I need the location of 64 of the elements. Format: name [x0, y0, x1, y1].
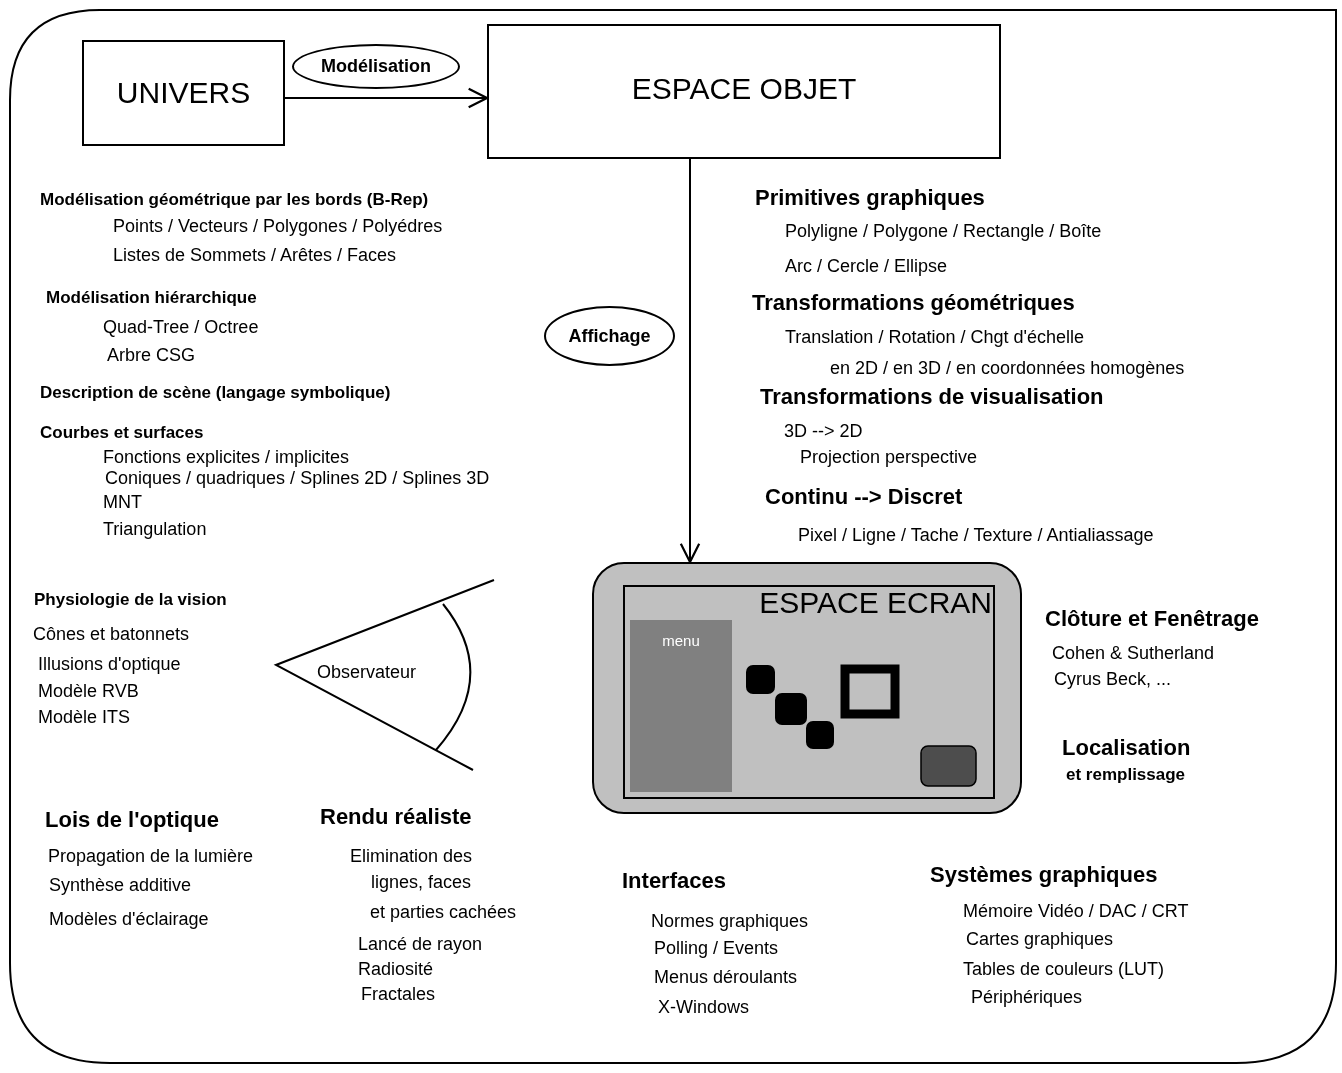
section-heading: Continu --> Discret	[765, 485, 963, 510]
topic-item: X-Windows	[658, 997, 750, 1018]
topic-item: Translation / Rotation / Chgt d'échelle	[785, 327, 1084, 348]
arrow	[679, 158, 701, 564]
topic-item: Cônes et batonnets	[33, 624, 190, 645]
topic-item: Polyligne / Polygone / Rectangle / Boîte	[785, 221, 1102, 242]
section-heading: Description de scène (langage symbolique)	[40, 383, 391, 403]
topic-item: Mémoire Vidéo / DAC / CRT	[963, 901, 1189, 922]
section-heading: Lois de l'optique	[45, 808, 219, 833]
topic-item: Quad-Tree / Octree	[103, 317, 259, 338]
observer-cone	[275, 578, 497, 772]
topic-item: Lancé de rayon	[358, 934, 483, 955]
section-heading: et remplissage	[1066, 765, 1186, 785]
section-heading: Courbes et surfaces	[40, 423, 204, 443]
topic-item: Projection perspective	[800, 447, 978, 468]
section-heading: Systèmes graphiques	[930, 863, 1158, 888]
topic-item: Périphériques	[971, 987, 1083, 1008]
topic-item: Normes graphiques	[651, 911, 809, 932]
topic-item: Listes de Sommets / Arêtes / Faces	[113, 245, 397, 266]
topic-item: 3D --> 2D	[784, 421, 863, 442]
section-heading: Interfaces	[622, 869, 726, 894]
section-heading: Clôture et Fenêtrage	[1045, 607, 1259, 632]
section-heading: Localisation	[1062, 736, 1191, 761]
topic-item: MNT	[103, 492, 142, 513]
topic-item: Modèles d'éclairage	[49, 909, 209, 930]
topic-item: Radiosité	[358, 959, 434, 980]
topic-item: Propagation de la lumière	[48, 846, 254, 867]
menu-panel: menu	[630, 620, 732, 792]
section-heading: Transformations géométriques	[752, 291, 1075, 316]
topic-item: Modèle ITS	[38, 707, 131, 728]
screen-title: ESPACE ECRAN	[759, 588, 992, 618]
topic-item: Cyrus Beck, ...	[1054, 669, 1172, 690]
arrow	[284, 87, 489, 109]
section-heading: Rendu réaliste	[320, 805, 472, 830]
section-heading: Transformations de visualisation	[760, 385, 1104, 410]
section-heading: Physiologie de la vision	[34, 590, 227, 610]
topic-item: Cartes graphiques	[966, 929, 1114, 950]
topic-item: Cohen & Sutherland	[1052, 643, 1215, 664]
topic-item: Polling / Events	[654, 938, 779, 959]
topic-item: Menus déroulants	[654, 967, 798, 988]
edge-label: Affichage	[544, 306, 675, 366]
topic-item: Fonctions explicites / implicites	[103, 447, 350, 468]
topic-item: Elimination des	[350, 846, 473, 867]
topic-item: Pixel / Ligne / Tache / Texture / Antialiassage	[798, 525, 1154, 546]
process-box: UNIVERS	[82, 40, 285, 146]
topic-item: Points / Vecteurs / Polygones / Polyédres	[113, 216, 443, 237]
topic-item: Fractales	[361, 984, 436, 1005]
topic-item: lignes, faces	[371, 872, 472, 893]
topic-item: Coniques / quadriques / Splines 2D / Splines 3D	[105, 468, 490, 489]
section-heading: Modélisation hiérarchique	[46, 288, 257, 308]
node-label: Observateur	[317, 662, 417, 683]
topic-item: Synthèse additive	[49, 875, 192, 896]
topic-item: en 2D / en 3D / en coordonnées homogènes	[830, 358, 1185, 379]
topic-item: Illusions d'optique	[38, 654, 181, 675]
topic-item: et parties cachées	[370, 902, 517, 923]
topic-item: Tables de couleurs (LUT)	[963, 959, 1165, 980]
topic-item: Triangulation	[103, 519, 207, 540]
topic-item: Modèle RVB	[38, 681, 139, 702]
topic-item: Arc / Cercle / Ellipse	[785, 256, 948, 277]
topic-item: Arbre CSG	[107, 345, 196, 366]
edge-label: Modélisation	[292, 44, 460, 89]
section-heading: Modélisation géométrique par les bords (B-Rep)	[40, 190, 429, 210]
process-box: ESPACE OBJET	[487, 24, 1001, 159]
section-heading: Primitives graphiques	[755, 186, 985, 211]
